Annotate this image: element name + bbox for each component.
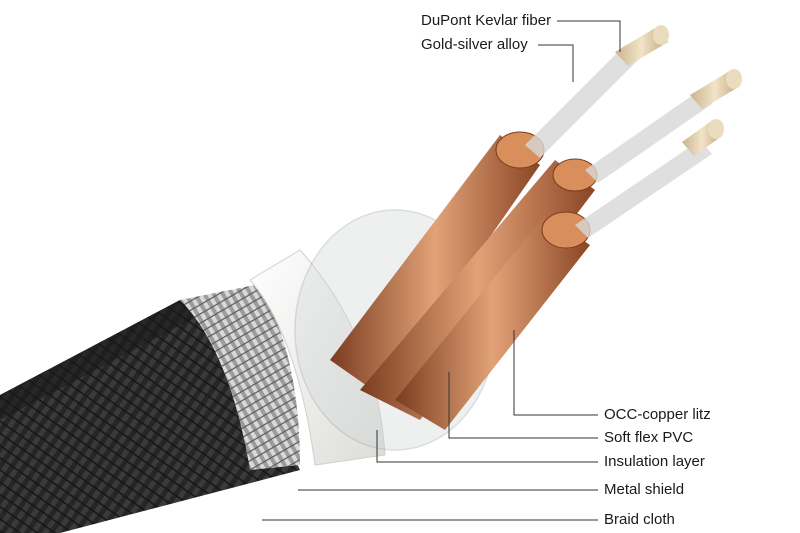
insulation-leader bbox=[376, 430, 598, 463]
label-insulation-layer: Insulation layer bbox=[604, 453, 705, 470]
label-kevlar-fiber: DuPont Kevlar fiber bbox=[421, 12, 552, 29]
occ-copper-litz-bundles bbox=[330, 131, 598, 430]
metal-shield-layer bbox=[180, 285, 300, 470]
insulation-layer bbox=[249, 249, 386, 466]
label-braid-cloth: Braid cloth bbox=[604, 511, 675, 528]
occ-leader bbox=[513, 330, 598, 416]
kevlar-leader bbox=[557, 20, 621, 52]
label-metal-shield: Metal shield bbox=[604, 481, 685, 498]
gold-silver-alloy-conductors bbox=[525, 45, 712, 238]
label-occ-copper-litz: OCC-copper litz bbox=[604, 406, 711, 423]
alloy-leader bbox=[538, 44, 574, 82]
label-soft-flex-pvc: Soft flex PVC bbox=[604, 429, 694, 446]
label-gold-silver-alloy: Gold-silver alloy bbox=[421, 36, 528, 53]
kevlar-fiber-cores bbox=[615, 25, 742, 156]
leader-lines bbox=[262, 20, 621, 521]
pvc-leader bbox=[448, 372, 598, 439]
